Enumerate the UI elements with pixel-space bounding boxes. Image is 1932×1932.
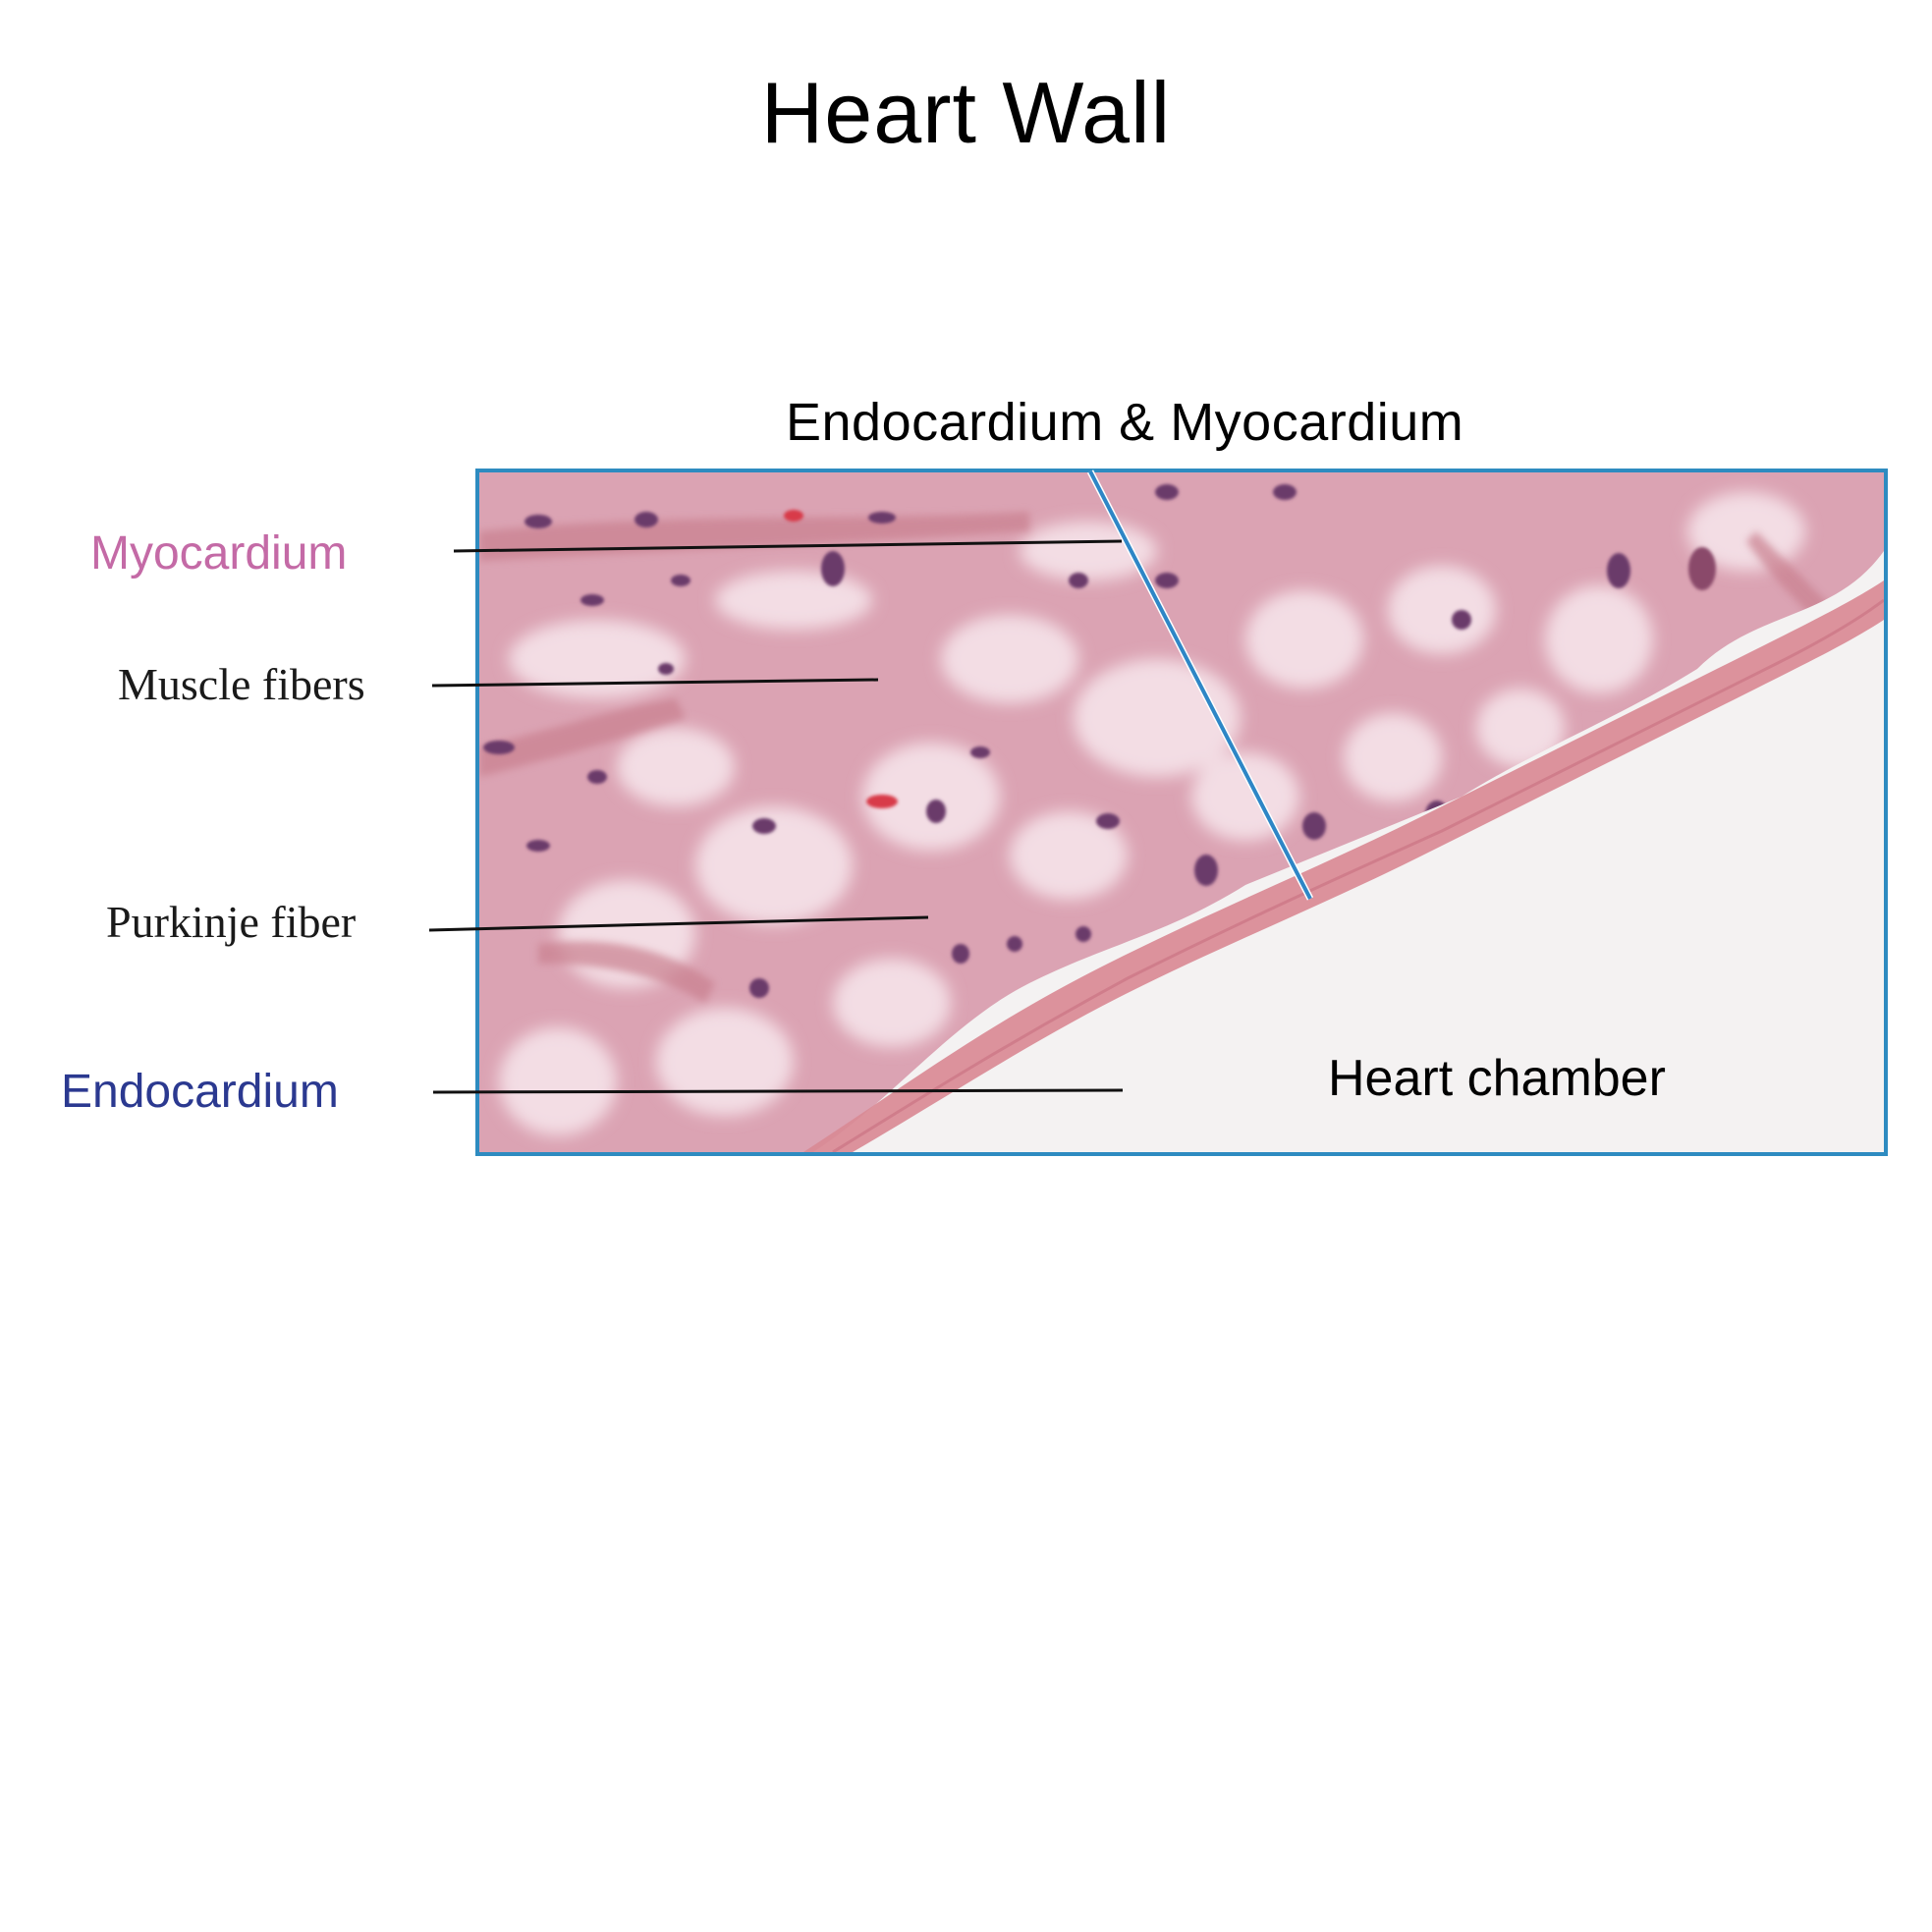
label-endocardium: Endocardium (61, 1066, 339, 1118)
histology-image (475, 469, 1888, 1156)
tissue-illustration (479, 472, 1884, 1152)
section-title: Endocardium & Myocardium (786, 393, 1464, 452)
page-title: Heart Wall (760, 64, 1172, 161)
label-purkinje-fiber: Purkinje fiber (106, 897, 357, 947)
label-heart-chamber: Heart chamber (1328, 1050, 1666, 1107)
label-myocardium: Myocardium (90, 527, 348, 580)
label-muscle-fibers: Muscle fibers (118, 659, 365, 709)
